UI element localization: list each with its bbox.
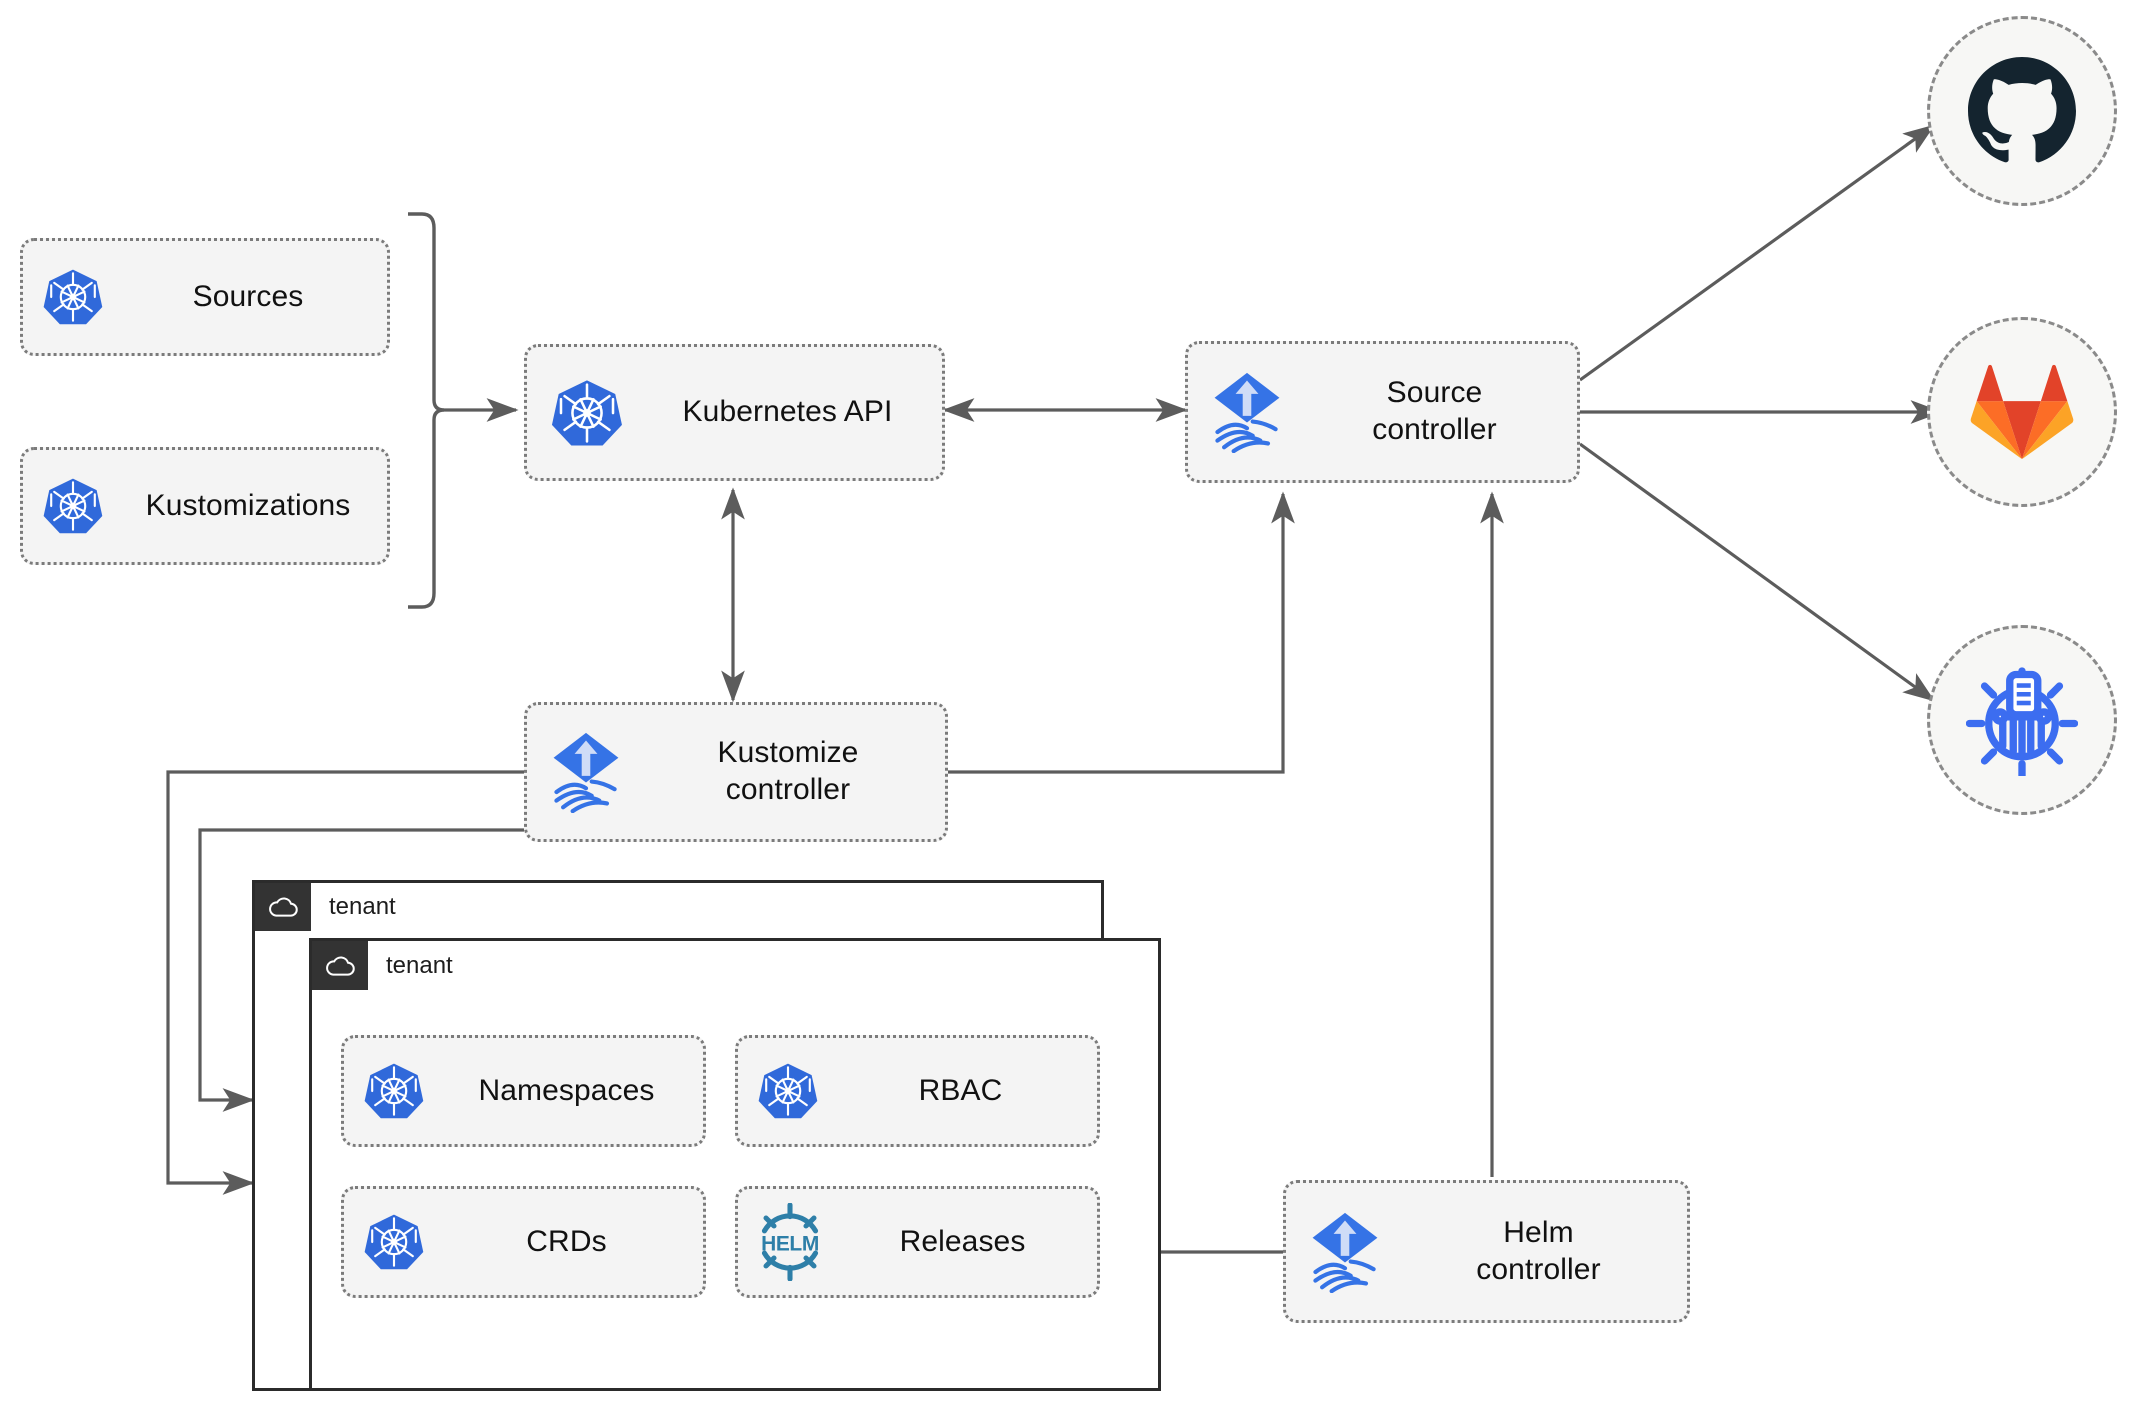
tenant-tab-label: tenant	[329, 893, 396, 920]
cloud-icon	[255, 883, 311, 931]
node-sources[interactable]: Sources	[20, 238, 390, 356]
provider-gitlab[interactable]	[1927, 317, 2117, 507]
node-source-controller[interactable]: Source controller	[1185, 341, 1580, 483]
node-label: Sources	[192, 279, 304, 313]
node-kubernetes-api[interactable]: Kubernetes API	[524, 344, 945, 481]
node-label: Helm controller	[1476, 1215, 1601, 1286]
node-kustomize-controller[interactable]: Kustomize controller	[524, 702, 948, 842]
node-label: Kustomizations	[145, 488, 351, 522]
node-namespaces[interactable]: Namespaces	[341, 1035, 706, 1147]
node-label: Releases	[899, 1224, 1026, 1258]
node-label: RBAC	[918, 1073, 1003, 1107]
provider-bucket[interactable]	[1927, 625, 2117, 815]
cloud-icon	[312, 941, 368, 990]
kubernetes-icon	[738, 1060, 838, 1122]
flux-icon	[1188, 371, 1306, 453]
kubernetes-icon	[23, 475, 123, 537]
flux-icon	[1286, 1211, 1404, 1293]
node-kustomizations[interactable]: Kustomizations	[20, 447, 390, 565]
bucket-icon	[1966, 667, 2078, 776]
svg-text:HELM: HELM	[761, 1232, 819, 1255]
group-brace	[408, 212, 445, 609]
provider-github[interactable]	[1927, 16, 2117, 206]
node-label: Namespaces	[478, 1073, 655, 1107]
wire-source-to-bucket	[1579, 442, 1936, 702]
wire-kustomize-to-source	[948, 491, 1295, 774]
node-label: Kubernetes API	[682, 395, 893, 429]
gitlab-icon	[1970, 364, 2074, 460]
node-label: Kustomize controller	[717, 736, 859, 806]
node-crds[interactable]: CRDs	[341, 1186, 706, 1298]
tenant-tab-label: tenant	[386, 951, 453, 979]
kubernetes-icon	[23, 266, 123, 328]
node-rbac[interactable]: RBAC	[735, 1035, 1100, 1147]
kubernetes-icon	[527, 376, 647, 450]
wire-source-to-github	[1579, 124, 1936, 382]
node-label: Source controller	[1372, 376, 1497, 446]
node-label: CRDs	[526, 1224, 607, 1258]
kubernetes-icon	[344, 1211, 444, 1273]
github-icon	[1968, 57, 2076, 163]
node-releases[interactable]: HELM Releases	[735, 1186, 1100, 1298]
flux-icon	[527, 731, 645, 813]
node-helm-controller[interactable]: Helm controller	[1283, 1180, 1690, 1323]
tenant-tab-outer[interactable]: tenant	[252, 880, 1104, 931]
kubernetes-icon	[344, 1060, 444, 1122]
helm-icon: HELM	[738, 1203, 842, 1281]
tenant-tab-inner[interactable]: tenant	[309, 938, 1161, 990]
